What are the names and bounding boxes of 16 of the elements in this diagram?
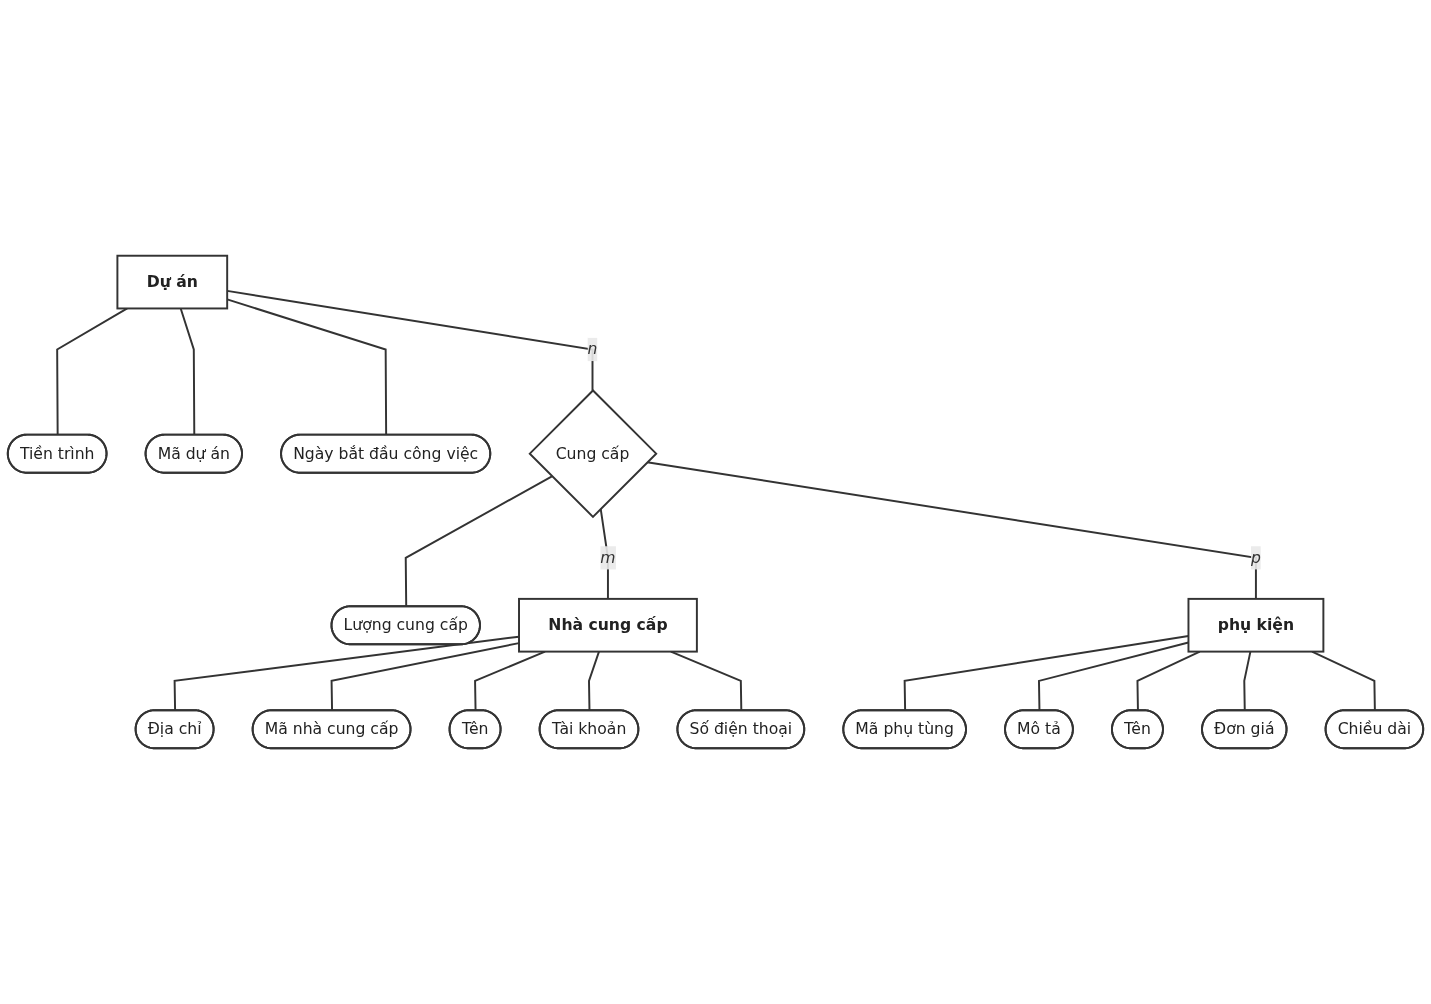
node-diamond: Cung cấp <box>528 389 658 519</box>
connector <box>646 461 1257 600</box>
node-box: Nhà cung cấp <box>518 597 698 653</box>
node-box: Dự án <box>116 254 229 310</box>
edge-label: n <box>587 339 598 359</box>
edge-label: m <box>600 548 616 567</box>
connector <box>1136 650 1201 712</box>
connector <box>1311 650 1376 712</box>
edge-label: p <box>1250 548 1261 567</box>
connector <box>404 475 553 608</box>
connector <box>588 650 600 712</box>
connector <box>330 642 520 712</box>
node-box: phụ kiện <box>1187 597 1325 653</box>
connector <box>1243 650 1252 712</box>
connector <box>173 635 520 712</box>
connector <box>474 650 546 712</box>
